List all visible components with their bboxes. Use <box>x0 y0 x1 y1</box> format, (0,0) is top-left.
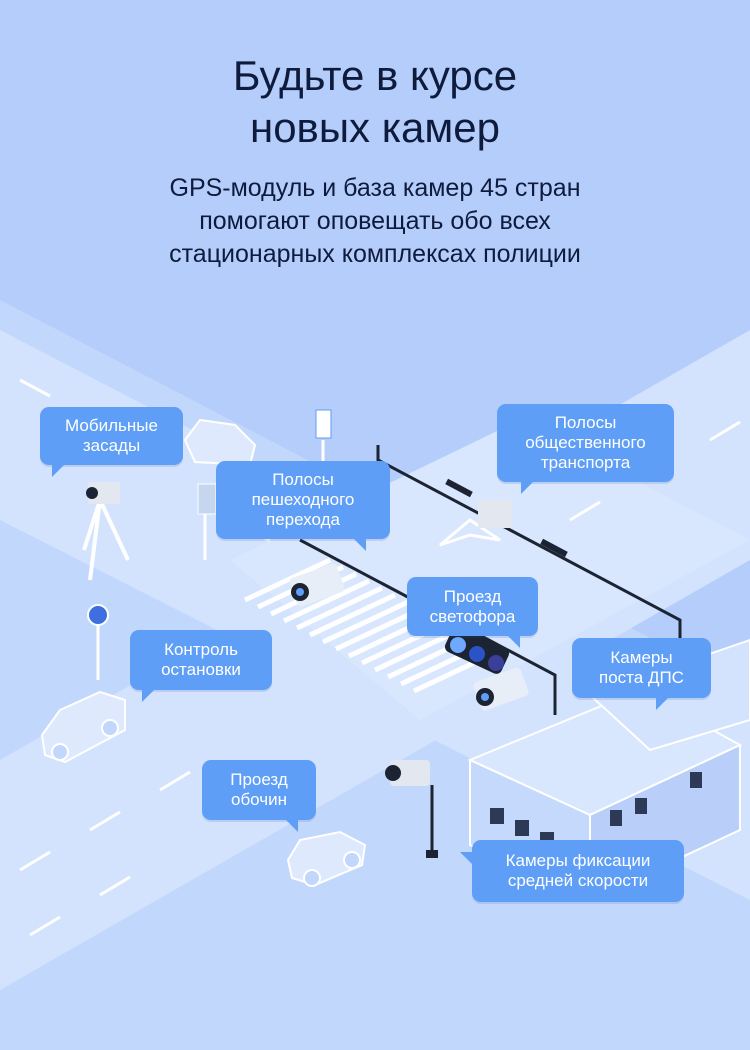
car <box>286 830 367 887</box>
callout-text: Контроль <box>164 640 238 659</box>
gantry-camera <box>540 538 568 558</box>
callout-red-light: Проезд светофора <box>407 577 538 648</box>
callout-text: Полосы <box>272 470 334 489</box>
subtitle-line: помогают оповещать обо всех <box>199 207 551 235</box>
callout-stopping-control: Контроль остановки <box>130 630 272 702</box>
tripod-camera <box>82 482 130 581</box>
car <box>40 690 126 764</box>
callout-text: обочин <box>230 790 287 809</box>
callout-text: перехода <box>266 510 340 529</box>
gantry <box>299 445 682 715</box>
subtitle-line: GPS-модуль и база камер 45 стран <box>169 174 581 202</box>
page-title: Будьте в курсе новых камер <box>0 50 750 154</box>
title-line: новых камер <box>250 104 500 151</box>
no-stopping-sign <box>87 604 109 680</box>
callout-police-post: Камеры поста ДПС <box>572 638 711 710</box>
subtitle: GPS-модуль и база камер 45 стран помогаю… <box>0 172 750 271</box>
callout-text: пешеходного <box>251 490 355 509</box>
callout-text: Камеры <box>610 648 673 667</box>
camera <box>289 563 345 607</box>
car <box>183 418 257 467</box>
callout-text: Проезд <box>443 586 502 606</box>
camera <box>478 500 512 528</box>
bus-lane-arrow <box>439 518 501 547</box>
callout-mobile-ambush: Мобильные засады <box>40 407 183 477</box>
callout-text: засады <box>82 436 141 455</box>
callout-text: общественного <box>525 433 646 452</box>
callout-shoulder-driving: Проезд обочин <box>202 760 316 832</box>
callout-text: Мобильные <box>65 416 158 435</box>
callout-average-speed: Камеры фиксации средней скорости <box>460 840 684 902</box>
callout-text: Проезд <box>230 770 288 789</box>
callout-text: средней скорости <box>507 871 649 890</box>
gantry-camera <box>445 478 473 498</box>
callout-pedestrian-crossing: Полосы пешеходного перехода <box>216 461 390 551</box>
camera <box>473 667 529 711</box>
title-line: Будьте в курсе <box>232 52 518 99</box>
callout-text: светофора <box>429 606 516 626</box>
intersection <box>230 420 750 720</box>
callout-text: Камеры фиксации <box>505 851 651 870</box>
traffic-light <box>444 626 510 674</box>
speed-camera <box>385 760 438 858</box>
callout-text: транспорта <box>540 453 631 472</box>
callout-text: остановки <box>161 660 241 679</box>
callout-text: Полосы <box>554 413 617 432</box>
callout-text: поста ДПС <box>599 668 684 687</box>
callout-bus-lanes: Полосы общественного транспорта <box>497 404 674 494</box>
subtitle-line: стационарных комплексах полиции <box>169 240 581 268</box>
